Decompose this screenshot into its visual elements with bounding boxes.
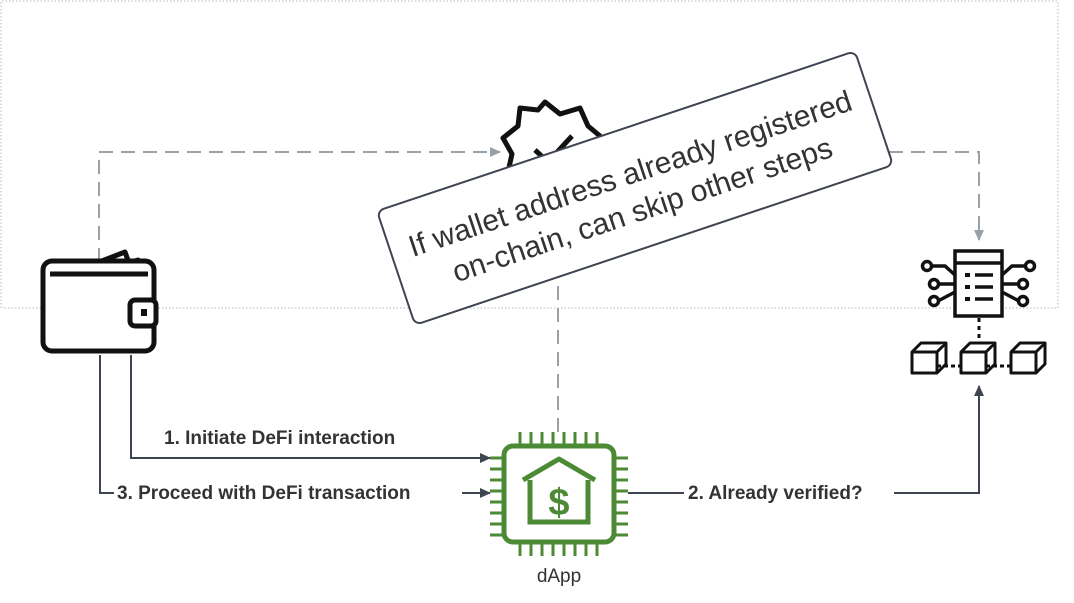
dashed-shortcut-connector (98, 147, 501, 262)
dapp-chip-icon: $ (490, 432, 628, 556)
dashed-shortcut-connector-right (889, 151, 984, 241)
step3-label: 3. Proceed with DeFi transaction (117, 483, 411, 504)
step1-connector (130, 355, 491, 463)
dollar-sign-icon: $ (548, 482, 569, 524)
blockchain-icon (910, 318, 1047, 375)
server-network-icon (920, 249, 1037, 318)
background-frame (0, 0, 1059, 309)
step2-label: 2. Already verified? (688, 483, 863, 504)
step2-connector (628, 385, 984, 494)
dapp-label: dApp (537, 566, 581, 587)
step1-label: 1. Initiate DeFi interaction (164, 428, 395, 449)
note-box: If wallet address already registered on-… (377, 51, 893, 325)
wallet-icon (40, 249, 159, 354)
